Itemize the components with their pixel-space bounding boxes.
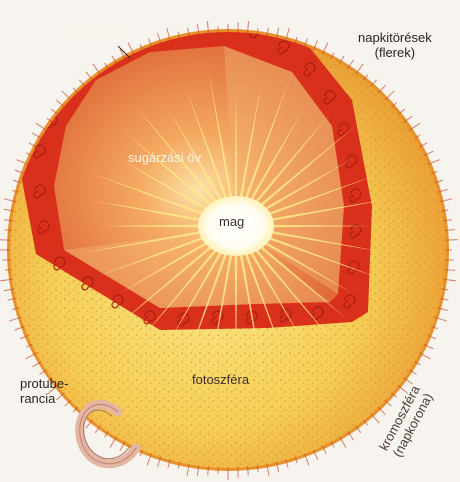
label-photosphere: fotoszféra xyxy=(192,372,249,387)
chromosphere-spicule xyxy=(5,230,12,231)
chromosphere-spicule xyxy=(385,91,394,100)
convection-swirl xyxy=(182,21,193,34)
label-flares: napkitörések (flerek) xyxy=(358,30,432,60)
chromosphere-spicule xyxy=(62,91,71,100)
chromosphere-spicule xyxy=(0,240,11,241)
label-radiation-zone: sugárzási öv xyxy=(128,150,201,165)
label-core: mag xyxy=(219,214,244,229)
label-convection-zone: áramlási öv xyxy=(62,23,128,38)
label-prominence: protube- rancia xyxy=(20,376,68,406)
chromosphere-spicule xyxy=(445,240,458,241)
label-flares-line1: napkitörések xyxy=(358,30,432,45)
label-flares-line2: (flerek) xyxy=(358,45,432,60)
label-prominence-line2: rancia xyxy=(20,391,68,406)
label-prominence-line1: protube- xyxy=(20,376,68,391)
chromosphere-spicule xyxy=(5,269,12,270)
